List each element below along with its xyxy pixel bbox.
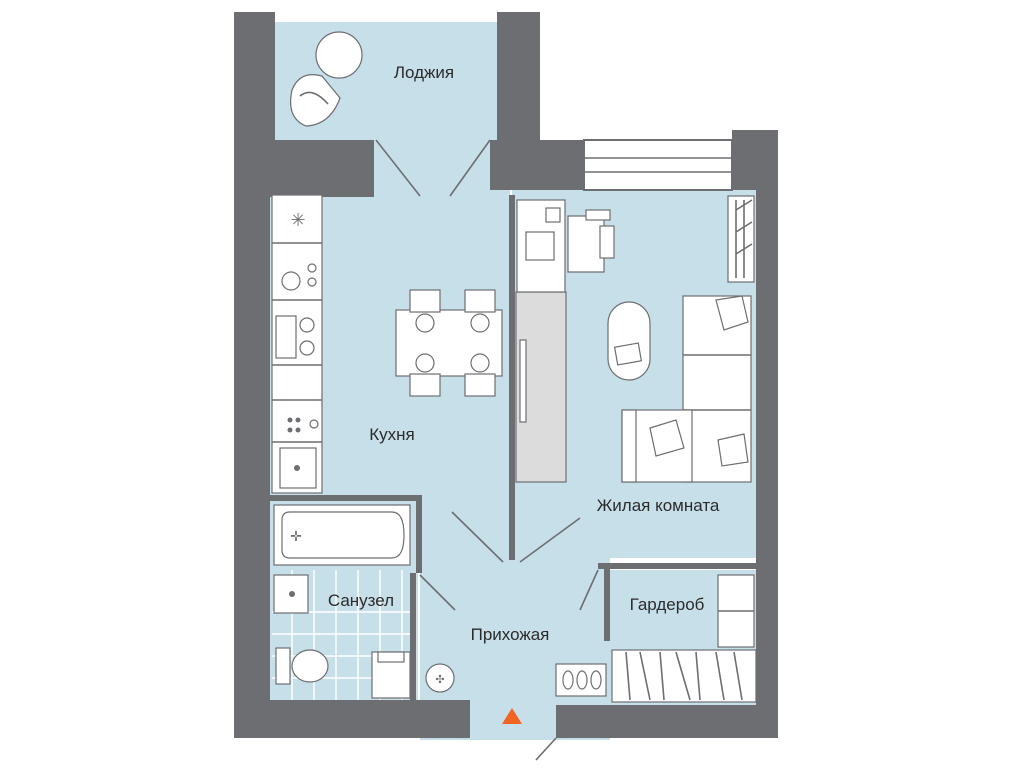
hob-icon: [287, 417, 319, 433]
svg-text:✛: ✛: [290, 529, 302, 545]
desk-icon: [516, 199, 566, 293]
bathtub-icon: ✛: [273, 504, 411, 566]
bathroom-label: Санузел: [328, 591, 394, 610]
bathroom-tiles: [272, 570, 416, 700]
washing-machine-icon: [371, 651, 411, 699]
living-room-label: Жилая комната: [597, 496, 720, 515]
bookshelf-icon: [727, 195, 755, 283]
clothes-rail-icon: [611, 649, 757, 703]
shoe-rack-icon: [555, 663, 607, 697]
kitchen-counter: ✳: [271, 194, 323, 494]
svg-text:✣: ✣: [435, 673, 444, 686]
door-swings: [375, 139, 599, 761]
wardrobe-furniture: [611, 574, 757, 703]
walls: [234, 12, 778, 738]
armchair-icon: [290, 74, 341, 127]
dining-table-icon: [395, 289, 503, 397]
loggia-furniture: [290, 31, 363, 127]
hall-label: Прихожая: [471, 625, 550, 644]
sofa-icon: [621, 295, 752, 483]
wardrobe-label: Гардероб: [630, 595, 705, 614]
desk-chair-icon: [567, 209, 615, 273]
bathroom-furniture: ✛: [273, 504, 411, 699]
tv-icon: [519, 339, 527, 423]
living-furniture: [515, 195, 755, 483]
toilet-icon: [275, 647, 329, 685]
loggia-label: Лоджия: [394, 63, 454, 82]
stove-icon: [275, 315, 315, 359]
coffee-table-icon: [607, 301, 651, 381]
entrance-arrow-icon: [502, 708, 522, 724]
fridge-icon: ✳: [290, 210, 305, 231]
kitchen-label: Кухня: [369, 425, 415, 444]
floor-drain-icon: ✣: [425, 663, 455, 693]
faucet-icon: [281, 263, 317, 291]
kitchen-sink-icon: [279, 447, 317, 489]
bathroom-sink-icon: [273, 574, 309, 614]
round-table-icon: [315, 31, 363, 79]
